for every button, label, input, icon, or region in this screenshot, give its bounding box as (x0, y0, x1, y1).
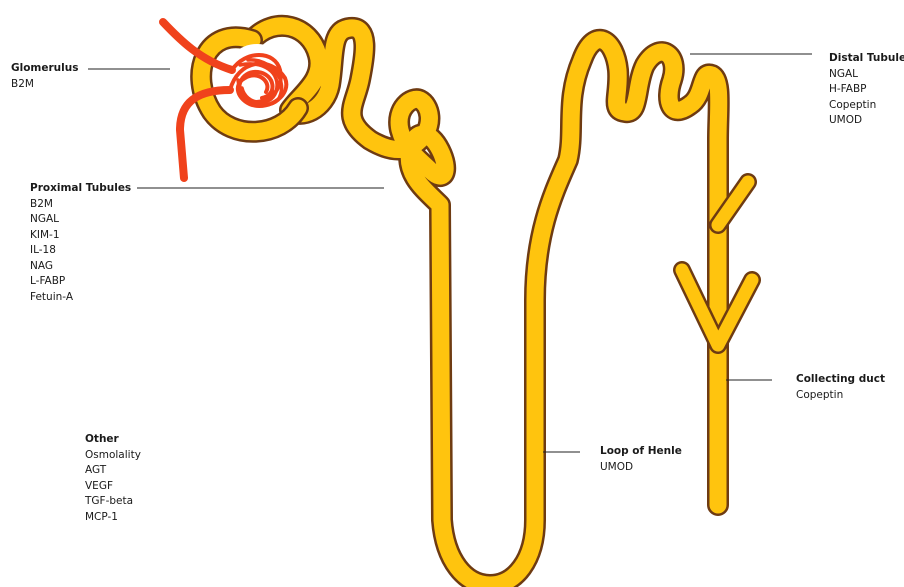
list-item: NGAL (829, 67, 904, 83)
list-item: H-FABP (829, 82, 904, 98)
list-item: KIM-1 (30, 228, 131, 244)
nephron-tubule (252, 26, 719, 585)
collecting-title: Collecting duct (796, 372, 885, 388)
list-item: NAG (30, 259, 131, 275)
bowmans-capsule (201, 37, 298, 132)
list-item: UMOD (829, 113, 904, 129)
list-item: Copeptin (829, 98, 904, 114)
collecting-label: Collecting duct Copeptin (796, 372, 885, 403)
proximal-list: B2M NGAL KIM-1 IL-18 NAG L-FABP Fetuin-A (30, 197, 131, 306)
other-label: Other Osmolality AGT VEGF TGF-beta MCP-1 (85, 432, 141, 525)
collecting-list: Copeptin (796, 388, 885, 404)
glomerulus-list: B2M (11, 77, 78, 93)
henle-label: Loop of Henle UMOD (600, 444, 682, 475)
list-item: B2M (30, 197, 131, 213)
other-title: Other (85, 432, 141, 448)
list-item: Osmolality (85, 448, 141, 464)
henle-title: Loop of Henle (600, 444, 682, 460)
glomerulus-title: Glomerulus (11, 61, 78, 77)
list-item: TGF-beta (85, 494, 141, 510)
distal-title: Distal Tubules (829, 51, 904, 67)
distal-list: NGAL H-FABP Copeptin UMOD (829, 67, 904, 129)
list-item: AGT (85, 463, 141, 479)
list-item: MCP-1 (85, 510, 141, 526)
list-item: NGAL (30, 212, 131, 228)
distal-label: Distal Tubules NGAL H-FABP Copeptin UMOD (829, 51, 904, 129)
other-list: Osmolality AGT VEGF TGF-beta MCP-1 (85, 448, 141, 526)
list-item: L-FABP (30, 274, 131, 290)
henle-list: UMOD (600, 460, 682, 476)
proximal-label: Proximal Tubules B2M NGAL KIM-1 IL-18 NA… (30, 181, 131, 305)
list-item: IL-18 (30, 243, 131, 259)
list-item: Fetuin-A (30, 290, 131, 306)
list-item: UMOD (600, 460, 682, 476)
list-item: VEGF (85, 479, 141, 495)
glomerulus-label: Glomerulus B2M (11, 61, 78, 92)
list-item: Copeptin (796, 388, 885, 404)
proximal-title: Proximal Tubules (30, 181, 131, 197)
list-item: B2M (11, 77, 78, 93)
